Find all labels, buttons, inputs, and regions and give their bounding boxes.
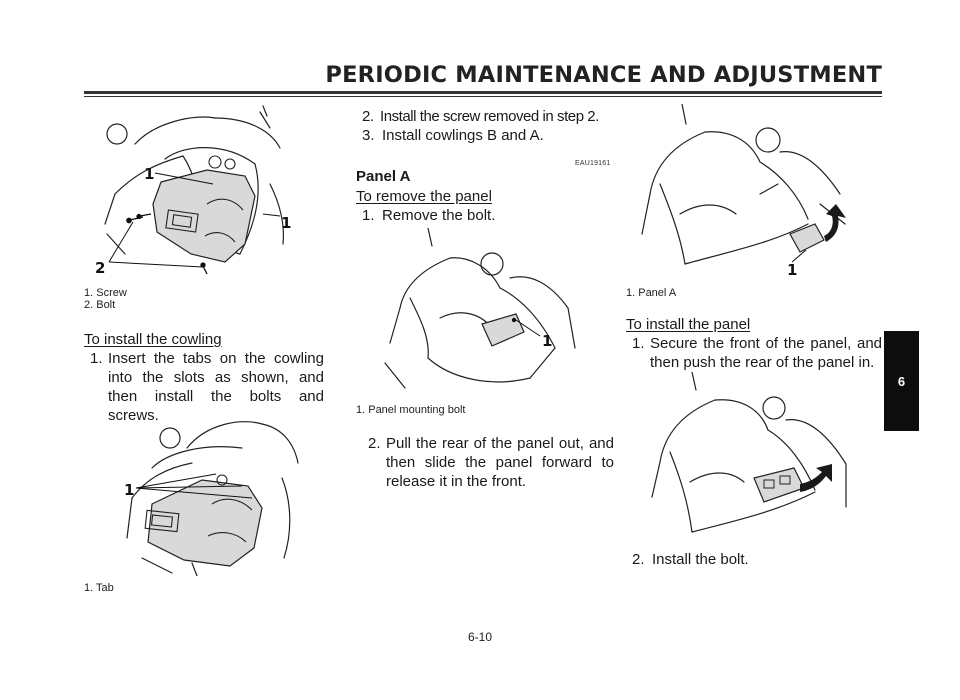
panel-a-shaded xyxy=(789,223,825,253)
remove-panel-heading: To remove the panel xyxy=(356,188,492,205)
step-number: 1. xyxy=(362,207,375,224)
step-text: Install the screw removed in step 2. xyxy=(380,108,599,125)
remove-panel-step-2: 2. Pull the rear of the panel out, and t… xyxy=(368,434,614,491)
install-cowling-step-1: 1. Insert the tabs on the cowling into t… xyxy=(90,349,324,425)
figure-panel-install xyxy=(651,372,847,533)
install-cowling-step-2: 2. Install the screw removed in step 2. xyxy=(362,107,612,126)
cowling-shaded xyxy=(152,169,256,263)
figure1-callout-2: 2 xyxy=(95,259,105,277)
arrow-icon xyxy=(824,204,846,242)
figure1-caption-1: 1. Screw xyxy=(84,287,127,299)
step-text: Pull the rear of the panel out, and then… xyxy=(386,435,614,490)
step-text: Remove the bolt. xyxy=(382,207,496,224)
remove-panel-step-1: 1. Remove the bolt. xyxy=(362,206,612,225)
install-panel-step-1: 1. Secure the front of the panel, and th… xyxy=(632,334,882,372)
step-number: 1. xyxy=(90,350,103,367)
figure-panel-a: 1 xyxy=(641,104,846,276)
step-number: 3. xyxy=(362,127,375,144)
panel-shaded xyxy=(753,467,805,503)
section-title-panel-a: Panel A xyxy=(356,168,411,185)
header-rule-thick xyxy=(84,91,882,94)
step-number: 2. xyxy=(368,435,381,452)
panel-shaded xyxy=(481,313,525,347)
figure-cowling-tabs: 1 xyxy=(124,421,299,576)
figure3-callout-1: 1 xyxy=(542,332,552,350)
figure-cowling-screws: 1 1 2 xyxy=(95,105,291,277)
install-cowling-heading: To install the cowling xyxy=(84,331,222,348)
step-text: Secure the front of the panel, and then … xyxy=(650,335,882,371)
step-text: Insert the tabs on the cowling into the … xyxy=(108,350,324,424)
step-text: Install cowlings B and A. xyxy=(382,127,544,144)
step-number: 2. xyxy=(362,108,374,125)
figure-panel-mounting-bolt: 1 xyxy=(384,228,576,389)
figure2-caption-1: 1. Tab xyxy=(84,582,114,594)
install-panel-heading: To install the panel xyxy=(626,316,751,333)
step-number: 2. xyxy=(632,551,645,568)
step-number: 1. xyxy=(632,335,645,352)
install-panel-step-2: 2. Install the bolt. xyxy=(632,550,882,569)
step-text: Install the bolt. xyxy=(652,551,749,568)
header-rule-thin xyxy=(84,96,882,97)
figure1-callout-1a: 1 xyxy=(144,165,154,183)
chapter-tab: 6 xyxy=(884,331,919,431)
cowling-shaded xyxy=(147,479,263,567)
install-cowling-step-3: 3. Install cowlings B and A. xyxy=(362,126,612,145)
document-code: EAU19161 xyxy=(575,160,611,167)
page-header-title: PERIODIC MAINTENANCE AND ADJUSTMENT xyxy=(325,62,882,88)
figure4-callout-1: 1 xyxy=(787,261,797,276)
figure1-caption-2: 2. Bolt xyxy=(84,299,116,311)
figure4-caption-1: 1. Panel A xyxy=(626,287,677,299)
page-number: 6-10 xyxy=(467,630,493,644)
arrow-icon xyxy=(800,464,832,492)
figure1-callout-1b: 1 xyxy=(281,214,291,232)
figure2-callout-1: 1 xyxy=(124,481,134,499)
figure3-caption-1: 1. Panel mounting bolt xyxy=(356,404,466,416)
